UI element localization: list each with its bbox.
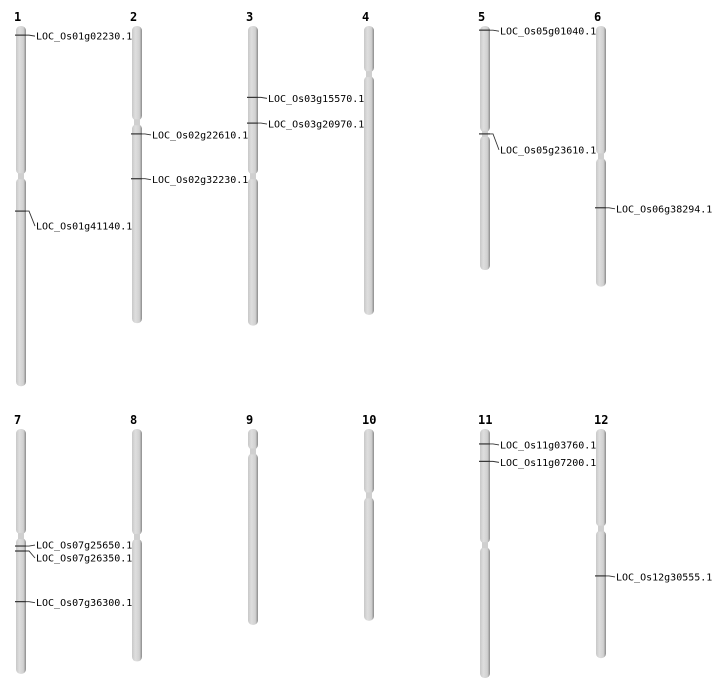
chromosome-arm-p — [480, 429, 490, 544]
gene-leader-line — [26, 601, 36, 604]
chromosome-number: 6 — [594, 10, 601, 24]
chromosome-arm-q — [480, 135, 490, 271]
chromosome-arm-q — [596, 530, 606, 659]
chromosome-arm-p — [364, 429, 374, 494]
gene-label: LOC_Os03g20970.1 — [268, 120, 364, 131]
chromosome-number: 2 — [130, 10, 137, 24]
chromosome-number: 9 — [246, 413, 253, 427]
centromere — [366, 492, 372, 499]
chromosome-arm-p — [596, 429, 606, 527]
gene-label: LOC_Os05g23610.1 — [500, 145, 596, 156]
chromosome-4: 4 — [362, 10, 374, 315]
gene-label: LOC_Os07g36300.1 — [36, 598, 132, 609]
gene-leader-line — [258, 122, 268, 125]
chromosome-arm-q — [596, 158, 606, 287]
gene-label: LOC_Os01g02230.1 — [36, 32, 132, 43]
gene-leader-line — [26, 550, 36, 559]
gene-leader-line — [142, 133, 152, 136]
chromosome-10: 10 — [362, 413, 376, 621]
gene-leader-line — [490, 133, 500, 151]
chromosome-arm-p — [248, 26, 258, 175]
centromere — [134, 119, 140, 126]
gene-label: LOC_Os07g26350.1 — [36, 554, 132, 565]
chromosome-number: 11 — [478, 413, 492, 427]
gene-leader-line — [490, 29, 500, 32]
gene-label: LOC_Os02g22610.1 — [152, 130, 248, 141]
chromosome-arm-q — [132, 124, 142, 324]
gene-label: LOC_Os05g01040.1 — [500, 27, 596, 38]
gene-leader-line — [26, 210, 36, 227]
chromosome-arm-p — [132, 429, 142, 535]
chromosome-arm-p — [16, 26, 26, 175]
chromosome-arm-q — [248, 178, 258, 326]
centromere — [598, 153, 604, 160]
chromosome-arm-p — [132, 26, 142, 121]
centromere — [366, 71, 372, 78]
gene-leader-line — [26, 34, 36, 37]
chromosome-arm-q — [364, 76, 374, 315]
gene-label: LOC_Os06g38294.1 — [616, 204, 712, 215]
chromosome-number: 1 — [14, 10, 21, 24]
gene-leader-line — [26, 544, 36, 547]
centromere — [250, 173, 256, 180]
chromosome-arm-p — [596, 26, 606, 155]
centromere — [250, 448, 256, 455]
gene-label: LOC_Os02g32230.1 — [152, 175, 248, 186]
chromosome-arm-q — [364, 497, 374, 621]
chromosome-9: 9 — [246, 413, 258, 625]
chromosome-number: 5 — [478, 10, 485, 24]
gene-leader-line — [606, 575, 616, 578]
chromosome-number: 12 — [594, 413, 608, 427]
chromosome-8: 8 — [130, 413, 142, 662]
chromosome-number: 3 — [246, 10, 253, 24]
gene-label: LOC_Os11g03760.1 — [500, 440, 596, 451]
gene-label: LOC_Os03g15570.1 — [268, 94, 364, 105]
chromosome-arm-p — [364, 26, 374, 73]
chromosome-number: 7 — [14, 413, 21, 427]
chromosome-7: 7LOC_Os07g25650.1LOC_Os07g26350.1LOC_Os0… — [14, 413, 132, 674]
centromere — [482, 542, 488, 549]
chromosome-arm-q — [132, 538, 142, 662]
chromosome-arm-q — [480, 547, 490, 678]
chromosome-number: 10 — [362, 413, 376, 427]
chromosome-number: 4 — [362, 10, 369, 24]
gene-label: LOC_Os11g07200.1 — [500, 458, 596, 469]
chromosome-arm-p — [248, 429, 258, 450]
centromere — [18, 173, 24, 180]
gene-leader-line — [142, 178, 152, 181]
gene-leader-line — [258, 96, 268, 99]
centromere — [134, 533, 140, 540]
centromere — [18, 533, 24, 540]
chromosome-arm-q — [16, 178, 26, 387]
chromosome-arm-p — [480, 26, 490, 132]
gene-label: LOC_Os07g25650.1 — [36, 541, 132, 552]
gene-label: LOC_Os01g41140.1 — [36, 222, 132, 233]
chromosome-arm-p — [16, 429, 26, 535]
centromere — [598, 525, 604, 532]
chromosome-arm-q — [248, 453, 258, 625]
chromosome-arm-q — [16, 538, 26, 674]
chromosome-number: 8 — [130, 413, 137, 427]
gene-leader-line — [490, 443, 500, 446]
gene-leader-line — [606, 207, 616, 210]
gene-label: LOC_Os12g30555.1 — [616, 572, 712, 583]
gene-leader-line — [490, 460, 500, 463]
